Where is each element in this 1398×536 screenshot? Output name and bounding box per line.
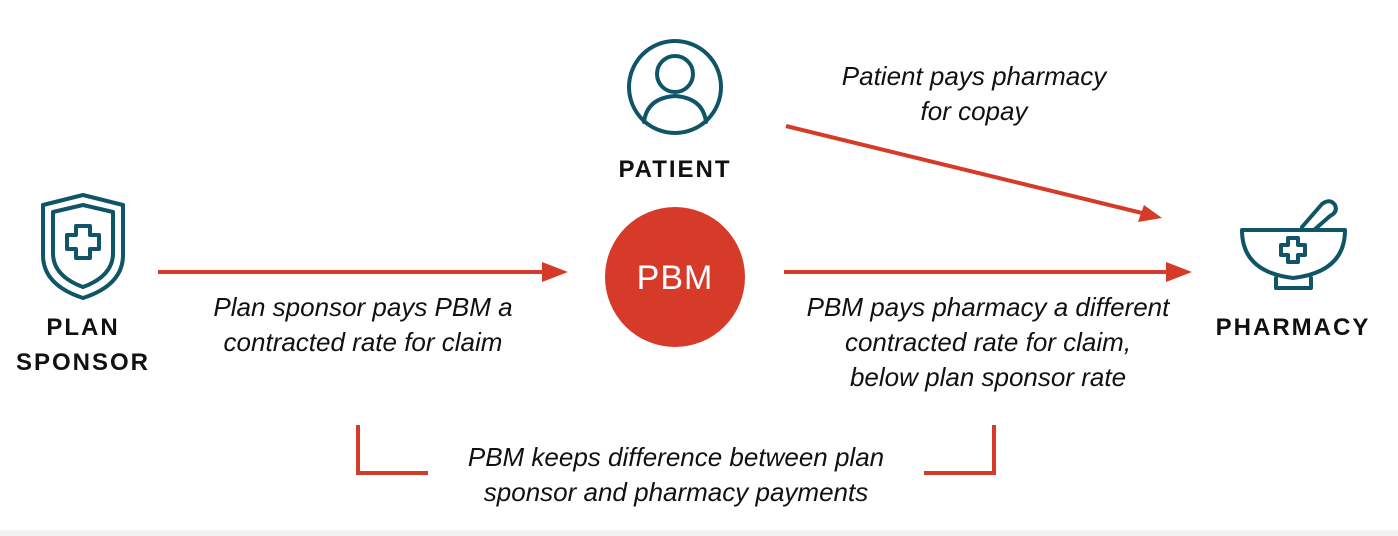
patient-label: PATIENT (618, 156, 731, 183)
patient-pays-text-line2: for copay (921, 96, 1030, 126)
spread-text-line2: sponsor and pharmacy payments (484, 477, 868, 507)
pbm-label: PBM (637, 259, 714, 297)
arrow-pbm-to-pharmacy (784, 262, 1192, 282)
pbm-node: PBM (605, 207, 745, 347)
sponsor-pays-text-line1: Plan sponsor pays PBM a (213, 292, 512, 322)
plan-sponsor-label-line1: PLAN (46, 314, 119, 341)
pbm-pays-text-line1: PBM pays pharmacy a different (807, 292, 1171, 322)
arrow-sponsor-to-pbm (158, 262, 568, 282)
shield-cross-icon (41, 193, 125, 300)
spread-bracket (356, 425, 996, 475)
pbm-circle (605, 207, 745, 347)
mortar-pestle-icon (1240, 199, 1347, 290)
bottom-divider (0, 530, 1398, 536)
spread-text-line1: PBM keeps difference between plan (468, 442, 884, 472)
pbm-pays-text-line2: contracted rate for claim, (845, 327, 1131, 357)
person-icon (627, 39, 723, 135)
sponsor-pays-text-line2: contracted rate for claim (224, 327, 503, 357)
arrow-patient-to-pharmacy (785, 124, 1162, 222)
plan-sponsor-label-line2: SPONSOR (16, 349, 150, 376)
patient-pays-text-line1: Patient pays pharmacy (842, 61, 1108, 91)
pharmacy-label: PHARMACY (1216, 314, 1371, 341)
pbm-pays-text-line3: below plan sponsor rate (850, 362, 1126, 392)
